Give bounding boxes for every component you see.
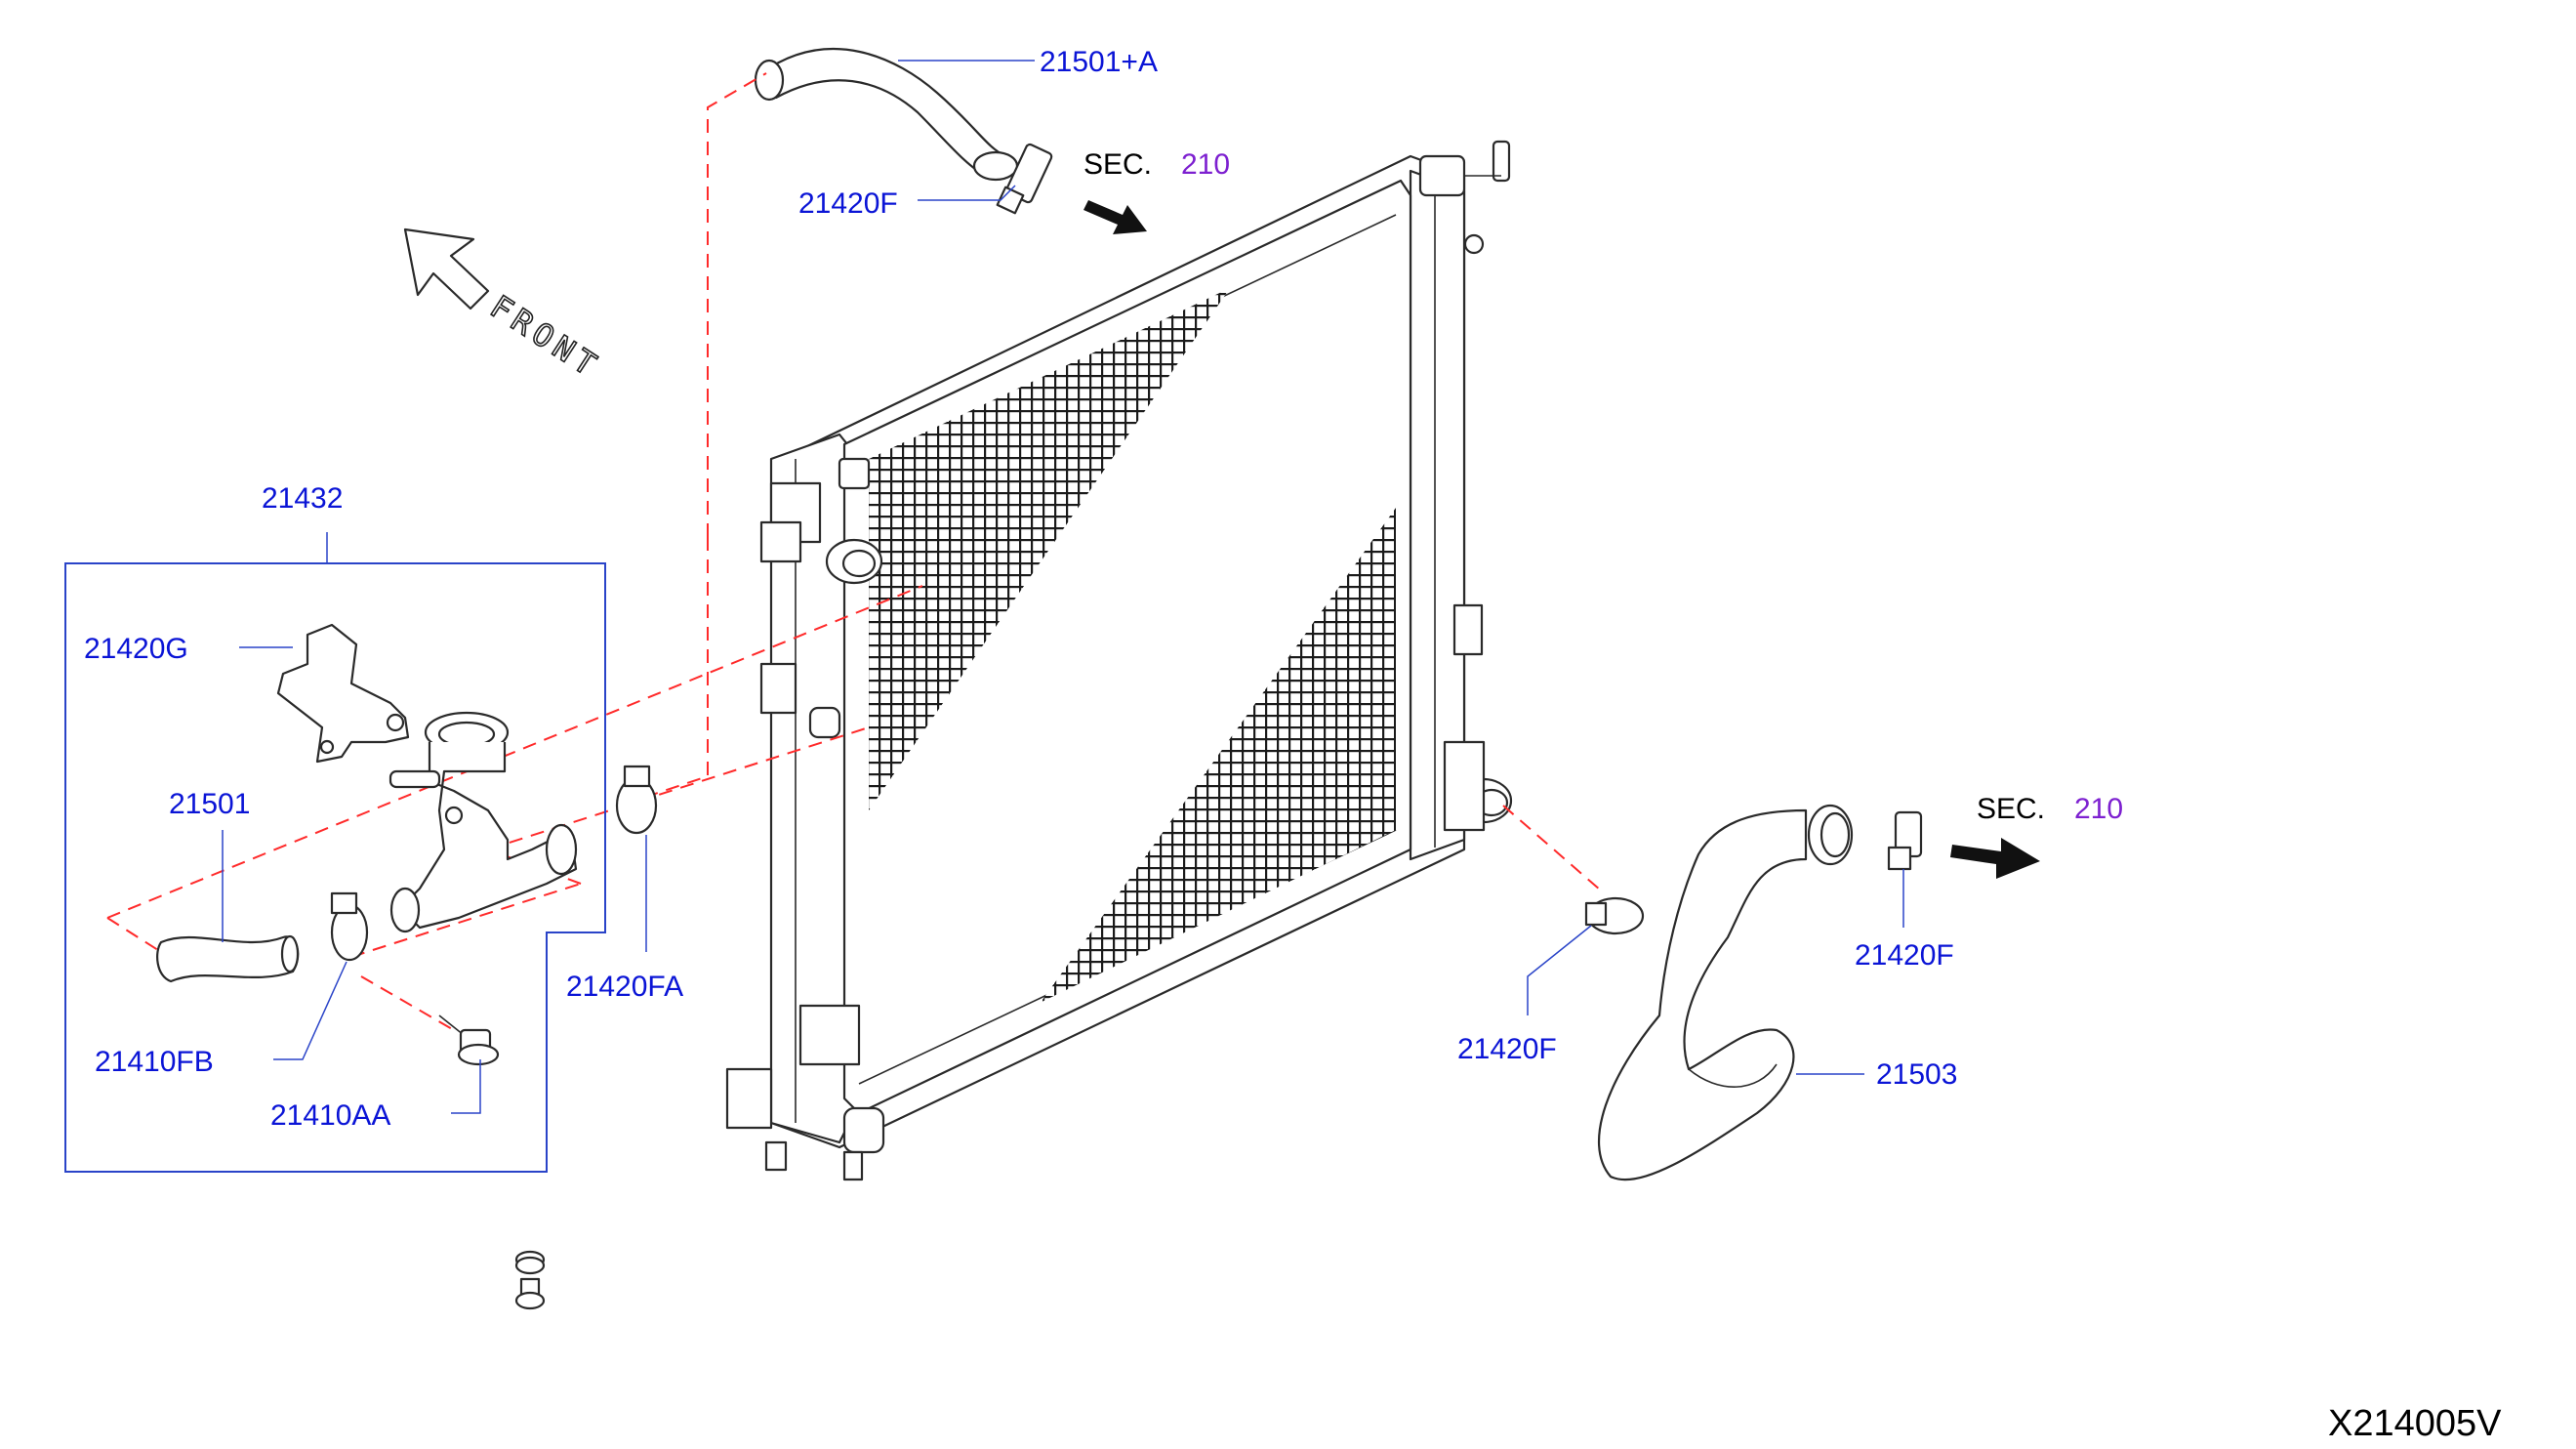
sec-number-top: 210 (1181, 148, 1230, 181)
sec-arrow-right (1950, 838, 2040, 879)
leader-lines (222, 60, 1904, 1114)
diagram-code: X214005V (2328, 1403, 2502, 1444)
label-21420f-top: 21420F (798, 187, 898, 220)
lower-hose-21503 (1597, 804, 1854, 1181)
front-arrow-icon: FRONT (403, 228, 608, 387)
sec-label-top: SEC. (1084, 148, 1152, 181)
clamp-21420f-mid (1584, 896, 1645, 935)
part-labels: 21501+A SEC. 210 21420F 21432 21420G 215… (84, 46, 2502, 1444)
label-21503: 21503 (1876, 1058, 1957, 1091)
label-21501a: 21501+A (1040, 46, 1158, 78)
label-21420f-mid: 21420F (1457, 1033, 1557, 1065)
radiator-assembly (725, 140, 1513, 1181)
label-21420fa: 21420FA (566, 971, 683, 1003)
bolt-21410aa (438, 1014, 500, 1066)
bracket-21420g (276, 623, 410, 764)
sec-number-right: 210 (2074, 793, 2123, 825)
upper-hose-clamp (996, 143, 1053, 215)
clamp-21420fa (615, 765, 658, 835)
clamp-21420f-right (1887, 810, 1923, 871)
drain-plug (514, 1250, 546, 1310)
hose-21501 (156, 934, 300, 983)
sec-label-right: SEC. (1977, 793, 2045, 825)
label-21410fb: 21410FB (95, 1046, 214, 1078)
filler-neck (388, 711, 578, 933)
label-21432: 21432 (262, 482, 343, 515)
upper-hose (754, 48, 1019, 182)
label-21501: 21501 (169, 788, 250, 820)
label-21410aa: 21410AA (270, 1099, 390, 1132)
kit-21432-box (64, 532, 606, 1173)
label-21420g: 21420G (84, 633, 188, 665)
radiator-lower-outlet (1443, 603, 1513, 832)
label-21420f-right: 21420F (1855, 939, 1954, 972)
radiator-core-mesh (869, 288, 1396, 1011)
front-label: FRONT (484, 288, 608, 387)
clamp-21410fb (330, 891, 369, 962)
radiator-upper-inlet (1418, 140, 1511, 255)
sec-arrow-top (1084, 200, 1147, 234)
radiator-left-fittings (725, 457, 885, 1181)
dashed-guides (106, 72, 1602, 1031)
